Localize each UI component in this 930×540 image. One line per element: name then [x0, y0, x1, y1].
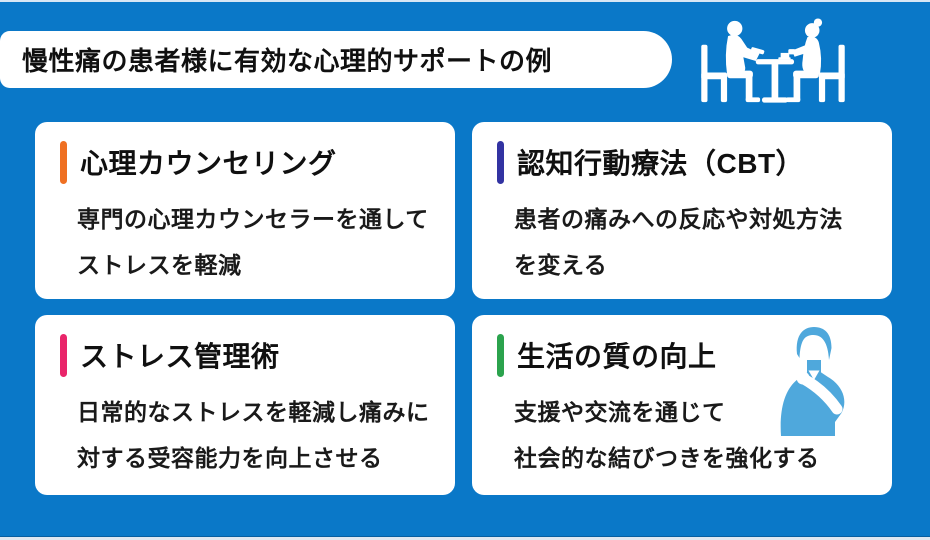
top-edge-strip: [0, 0, 930, 2]
accent-bar: [60, 333, 67, 377]
card-heading-row: 心理カウンセリング: [60, 140, 431, 184]
accent-bar: [497, 140, 504, 184]
card-heading-row: 認知行動療法（CBT）: [497, 140, 868, 184]
card-heading: 心理カウンセリング: [80, 148, 337, 179]
person-shoulder-icon: [776, 324, 852, 436]
card-body: 専門の心理カウンセラーを通して ストレスを軽減: [77, 196, 431, 288]
body-line: 患者の痛みへの反応や対処方法: [514, 206, 843, 232]
card-body: 患者の痛みへの反応や対処方法 を変える: [514, 196, 868, 288]
card-heading-row: ストレス管理術: [60, 333, 431, 377]
card-stress-management: ストレス管理術 日常的なストレスを軽減し痛みに 対する受容能力を向上させる: [35, 315, 455, 495]
card-cbt: 認知行動療法（CBT） 患者の痛みへの反応や対処方法 を変える: [472, 122, 892, 299]
card-heading: 生活の質の向上: [517, 341, 717, 372]
card-quality-of-life: 生活の質の向上 支援や交流を通じて 社会的な結びつきを強化する: [472, 315, 892, 495]
card-body: 日常的なストレスを軽減し痛みに 対する受容能力を向上させる: [77, 389, 431, 481]
card-heading: 認知行動療法（CBT）: [517, 148, 805, 179]
body-line: 専門の心理カウンセラーを通して: [77, 206, 429, 232]
body-line: を変える: [514, 252, 608, 278]
page-title: 慢性痛の患者様に有効な心理的サポートの例: [22, 46, 553, 76]
card-body: 支援や交流を通じて 社会的な結びつきを強化する: [514, 389, 868, 481]
accent-bar: [60, 140, 67, 184]
body-line: 日常的なストレスを軽減し痛みに: [77, 399, 430, 425]
accent-bar: [497, 333, 504, 377]
counseling-table-icon: [699, 18, 847, 106]
card-heading: ストレス管理術: [80, 341, 280, 372]
card-grid: 心理カウンセリング 専門の心理カウンセラーを通して ストレスを軽減 認知行動療法…: [35, 122, 892, 495]
body-line: 対する受容能力を向上させる: [77, 445, 383, 471]
bottom-edge-strip: [0, 537, 930, 540]
title-banner: 慢性痛の患者様に有効な心理的サポートの例: [0, 31, 672, 88]
body-line: 社会的な結びつきを強化する: [514, 445, 820, 471]
body-line: ストレスを軽減: [77, 252, 242, 278]
bottom-edge-line: [0, 536, 930, 537]
card-counseling: 心理カウンセリング 専門の心理カウンセラーを通して ストレスを軽減: [35, 122, 455, 299]
body-line: 支援や交流を通じて: [514, 399, 726, 425]
card-heading-row: 生活の質の向上: [497, 333, 868, 377]
